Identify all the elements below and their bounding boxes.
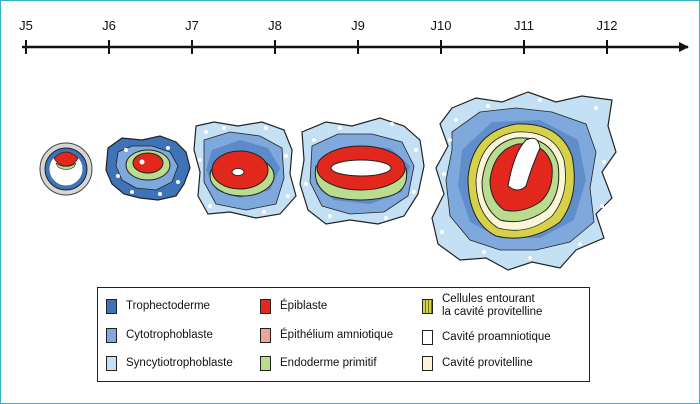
timeline-day-label: J6 bbox=[102, 18, 116, 33]
timeline-day-label: J11 bbox=[514, 18, 534, 33]
legend-swatch bbox=[106, 356, 117, 371]
timeline-day-label: J9 bbox=[351, 18, 365, 33]
legend-swatch bbox=[106, 299, 117, 314]
legend-item-cellules-cavite-provitelline: Cellules entourant la cavité provitellin… bbox=[422, 293, 542, 319]
embryo-stage-j11-j12 bbox=[431, 91, 617, 271]
legend-swatch bbox=[260, 356, 271, 371]
embryo-stage-j5 bbox=[39, 142, 93, 196]
timeline-day-label: J10 bbox=[431, 18, 452, 33]
legend: Trophectoderme Cytotrophoblaste Syncytio… bbox=[97, 287, 590, 382]
legend-swatch bbox=[106, 328, 117, 343]
timeline-day-label: J7 bbox=[185, 18, 199, 33]
legend-swatch bbox=[422, 330, 433, 345]
legend-item-epiblaste: Épiblaste bbox=[260, 299, 327, 314]
legend-label: Cavité provitelline bbox=[442, 357, 533, 369]
embryo-stage-j7 bbox=[193, 121, 297, 219]
legend-swatch bbox=[260, 328, 271, 343]
legend-item-syncytiotrophoblaste: Syncytiotrophoblaste bbox=[106, 356, 233, 371]
legend-item-cavite-proamniotique: Cavité proamniotique bbox=[422, 330, 551, 345]
legend-label: Cytotrophoblaste bbox=[126, 329, 213, 341]
legend-label: Épiblaste bbox=[280, 300, 328, 312]
embryo-stage-j6 bbox=[105, 135, 191, 201]
timeline-day-label: J5 bbox=[19, 18, 33, 33]
timeline-ticks: J5 J6 J7 J8 J9 J10 J11 J12 bbox=[19, 18, 617, 54]
embryo-stage-j8-j9 bbox=[299, 117, 425, 225]
legend-item-trophectoderme: Trophectoderme bbox=[106, 299, 210, 314]
legend-item-cavite-provitelline: Cavité provitelline bbox=[422, 356, 533, 371]
legend-swatch bbox=[260, 299, 271, 314]
legend-swatch bbox=[422, 356, 433, 371]
legend-item-cytotrophoblaste: Cytotrophoblaste bbox=[106, 328, 213, 343]
legend-label: Cellules entourant la cavité provitellin… bbox=[442, 293, 543, 318]
legend-item-endoderme-primitif: Endoderme primitif bbox=[260, 356, 377, 371]
legend-label: Endoderme primitif bbox=[280, 357, 377, 369]
legend-label: Syncytiotrophoblaste bbox=[126, 357, 233, 369]
legend-label: Épithélium amniotique bbox=[280, 329, 394, 341]
legend-swatch-hatched bbox=[422, 298, 433, 314]
legend-label: Trophectoderme bbox=[126, 300, 210, 312]
legend-item-epithelium-amniotique: Épithélium amniotique bbox=[260, 328, 393, 343]
timeline-day-label: J8 bbox=[268, 18, 282, 33]
timeline-day-label: J12 bbox=[597, 18, 618, 33]
timeline: J5 J6 J7 J8 J9 J10 J11 J12 bbox=[19, 18, 689, 54]
legend-label: Cavité proamniotique bbox=[442, 331, 551, 343]
